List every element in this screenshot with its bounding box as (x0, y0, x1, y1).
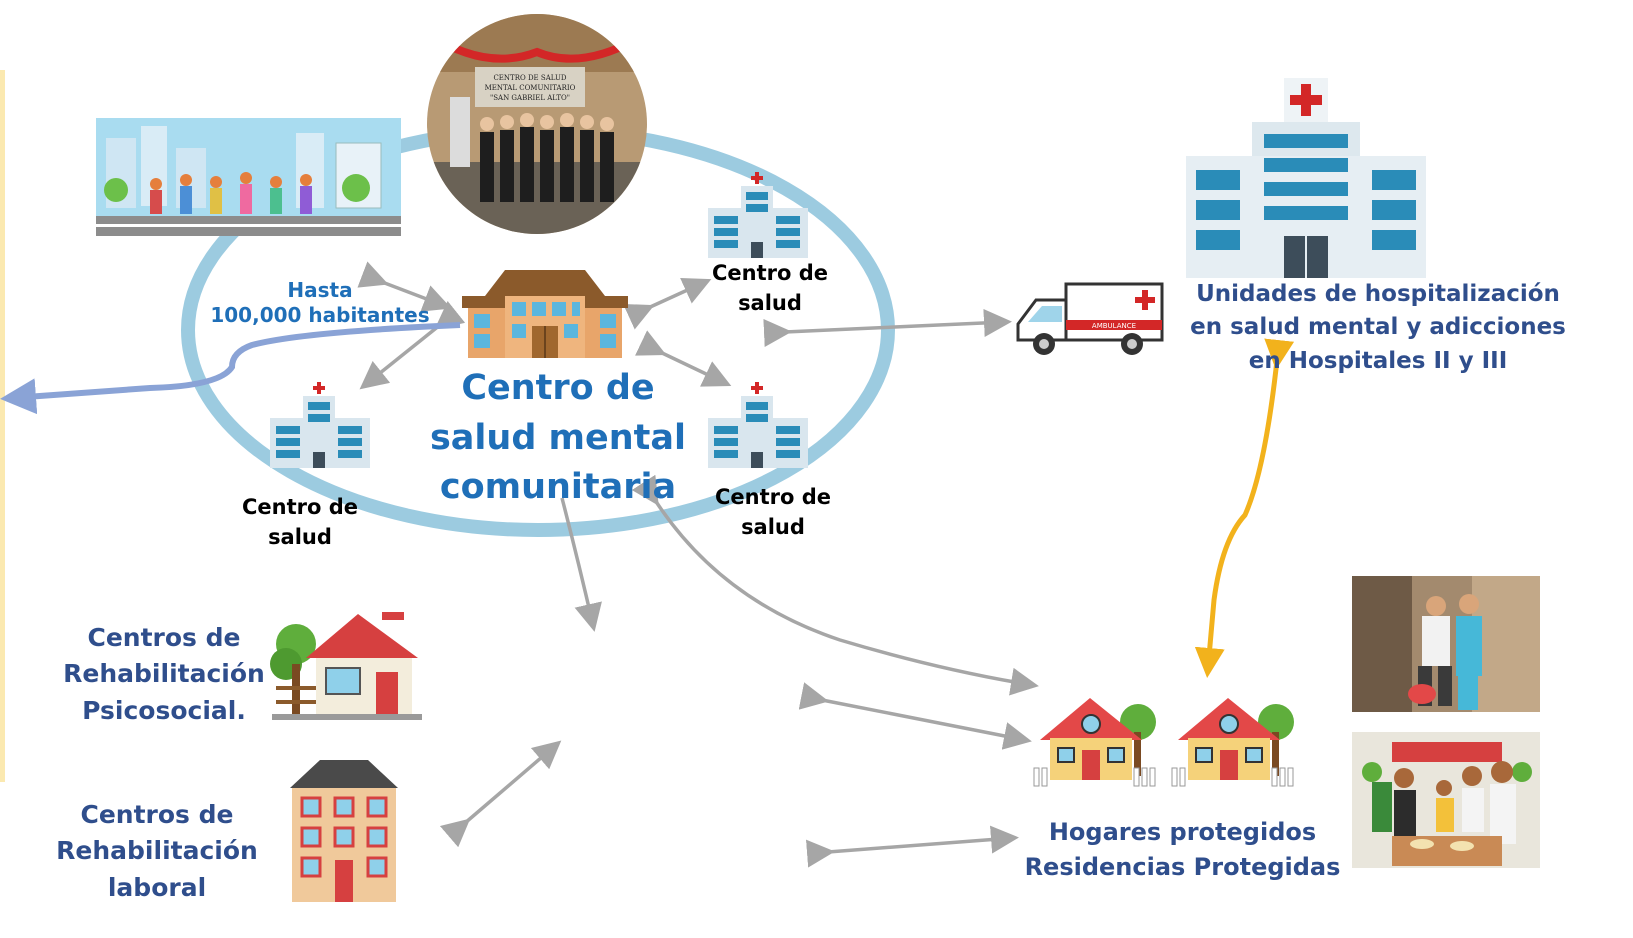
protected-homes-label: Hogares protegidos Residencias Protegida… (1020, 815, 1345, 885)
health-center-bottom-left-label: Centro de salud (230, 492, 370, 553)
hospital-units-label: Unidades de hospitalización en salud men… (1188, 278, 1568, 378)
population-line-2: 100,000 habitantes (210, 303, 430, 327)
arrow-outward (0, 322, 461, 415)
sign-line-1: CENTRO DE SALUD (493, 74, 566, 82)
hospital-units-line-2: en salud mental y adicciones (1190, 314, 1566, 341)
center-line-1: Centro de (461, 368, 655, 408)
arrow-center-bottomright (635, 330, 732, 387)
center-line-2: salud mental (429, 417, 687, 458)
health-center-top-right-icon (708, 172, 808, 258)
center-label: Centro de salud mental comunitaria (418, 364, 698, 513)
protected-home-2-icon (1171, 698, 1294, 787)
arrow-labor-mid (439, 740, 562, 848)
hospital-units-line-3: en Hospitales II y III (1248, 347, 1508, 374)
protected-homes-line-1: Hogares protegidos (1048, 818, 1317, 846)
center-line-3: comunitaria (439, 467, 677, 508)
health-center-bottom-right-icon (708, 382, 808, 468)
hospital-units-line-1: Unidades de hospitalización (1196, 281, 1560, 307)
health-center-bottom-left-line-1: Centro de (241, 495, 358, 519)
population-label: Hasta 100,000 habitantes (190, 278, 450, 328)
health-center-bottom-right-line-1: Centro de (714, 485, 831, 509)
health-center-bottom-right-label: Centro de salud (703, 482, 843, 543)
psychosocial-rehab-line-3: Psicosocial. (82, 695, 246, 725)
left-accent-line (0, 70, 5, 782)
sign-line-3: "SAN GABRIEL ALTO" (490, 94, 570, 102)
health-center-bottom-left-icon (270, 382, 370, 468)
mental-health-center-building-icon (462, 270, 628, 358)
arrow-center-down (560, 497, 602, 632)
psychosocial-rehab-house-icon (270, 612, 422, 720)
ambulance-label: AMBULANCE (1092, 322, 1136, 330)
arrow-psychosocial-homes (798, 682, 1032, 750)
home-visit-photo (1352, 576, 1540, 712)
labor-rehab-building-icon (290, 760, 398, 902)
labor-rehab-line-3: laboral (107, 872, 207, 902)
health-center-top-right-line-2: salud (738, 291, 802, 316)
arrow-center-homes (631, 474, 1039, 696)
psychosocial-rehab-label: Centros de Rehabilitación Psicosocial. (52, 620, 276, 729)
arrow-labor-homes (805, 825, 1019, 868)
psychosocial-rehab-line-1: Centros de (87, 623, 241, 652)
health-center-top-right-line-1: Centro de (711, 261, 828, 285)
labor-rehab-label: Centros de Rehabilitación laboral (45, 797, 269, 906)
health-center-bottom-left-line-2: salud (268, 525, 332, 550)
arrow-center-topright (623, 277, 712, 330)
group-photo (1352, 732, 1540, 868)
sign-line-2: MENTAL COMUNITARIO (485, 84, 576, 92)
psychosocial-rehab-line-2: Rehabilitación (63, 659, 265, 689)
labor-rehab-line-1: Centros de (80, 800, 234, 829)
labor-rehab-line-2: Rehabilitación (56, 836, 258, 866)
health-center-top-right-label: Centro de salud (700, 258, 840, 319)
arrow-hospital-homes (1194, 338, 1295, 678)
population-line-1: Hasta (287, 278, 353, 302)
arrow-center-bottomleft (359, 300, 466, 390)
ambulance-icon: AMBULANCE (1016, 282, 1164, 355)
inauguration-photo: CENTRO DE SALUD MENTAL COMUNITARIO "SAN … (427, 14, 647, 234)
health-center-bottom-right-line-2: salud (741, 515, 805, 540)
protected-homes-line-2: Residencias Protegidas (1024, 852, 1341, 881)
arrow-ring-ambulance (763, 308, 1012, 347)
city-population-illustration (96, 118, 401, 236)
hospital-icon (1186, 78, 1426, 278)
protected-home-1-icon (1033, 698, 1156, 787)
